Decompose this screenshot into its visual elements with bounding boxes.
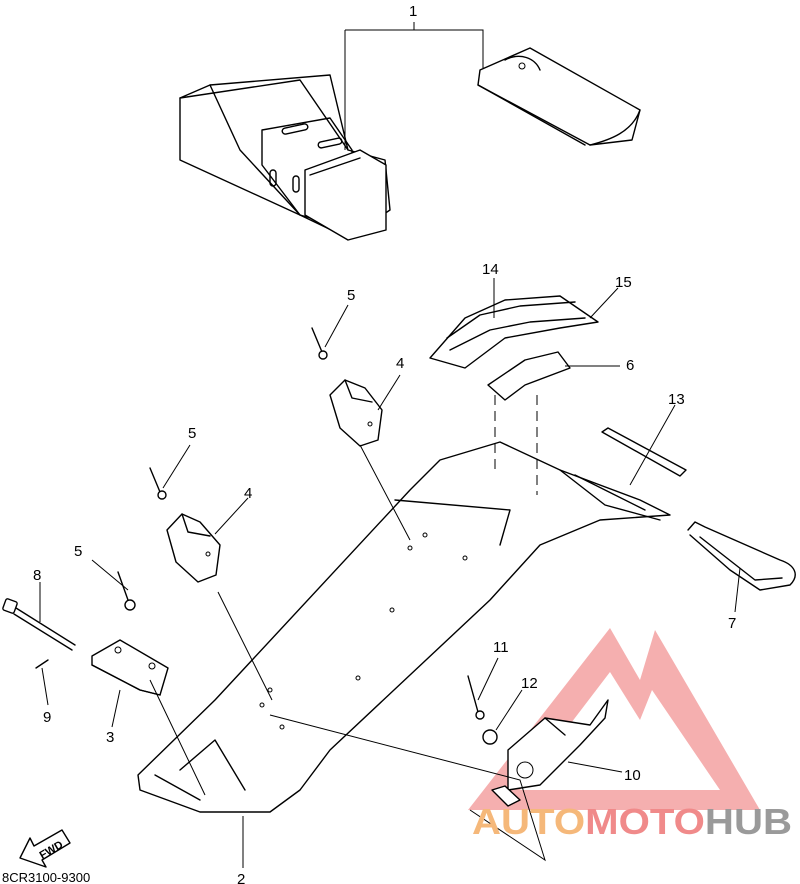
leader-5a — [324, 304, 349, 348]
part-4-clip-upper — [329, 379, 383, 447]
callout-5b: 5 — [188, 425, 196, 442]
part-code: 8CR3100-9300 — [2, 870, 90, 884]
part-11-screw — [467, 675, 485, 720]
part-2-rear-fender — [137, 441, 671, 813]
leader-10 — [567, 761, 623, 773]
leader-15 — [589, 287, 619, 319]
callout-labels: 1 2 3 4 4 5 5 5 6 7 8 9 10 11 12 13 14 1… — [33, 3, 736, 884]
leader-1 — [344, 22, 484, 150]
part-4-clip-lower — [166, 513, 221, 583]
callout-14: 14 — [482, 261, 499, 278]
callout-1: 1 — [409, 3, 417, 20]
watermark-auto: AUTO — [472, 801, 585, 842]
callout-4b: 4 — [244, 485, 252, 502]
leader-4b — [214, 497, 249, 535]
leader-11 — [477, 657, 499, 701]
leader-5b — [162, 444, 191, 489]
leader-assembly — [494, 395, 538, 495]
callout-5c: 5 — [74, 543, 82, 560]
part-5-screws — [117, 327, 328, 611]
callout-7: 7 — [728, 615, 736, 632]
assembly-lines — [149, 444, 546, 862]
watermark-moto: MOTO — [585, 801, 705, 842]
callout-9: 9 — [43, 709, 51, 726]
part-1-seat-bag — [179, 47, 641, 241]
part-3-bracket — [91, 639, 169, 696]
leader-5c — [91, 559, 129, 591]
part-8-bolt — [2, 598, 76, 651]
leader-3 — [111, 689, 121, 728]
fwd-arrow: FWD — [19, 829, 71, 868]
part-9-pin — [35, 659, 49, 669]
part-6-pad — [487, 351, 571, 401]
part-10-bracket — [491, 699, 609, 807]
leader-12 — [495, 689, 523, 731]
callout-15: 15 — [615, 274, 632, 291]
callout-3: 3 — [106, 729, 114, 746]
part-12-washer — [482, 729, 498, 745]
callout-8: 8 — [33, 567, 41, 584]
part-14-15-seal — [429, 295, 599, 369]
callout-13: 13 — [668, 391, 685, 408]
watermark-hub: HUB — [705, 801, 792, 842]
leader-4a — [377, 374, 401, 411]
leader-13 — [629, 404, 676, 486]
callout-10: 10 — [624, 767, 641, 784]
callout-4a: 4 — [396, 355, 404, 372]
leader-7 — [734, 567, 741, 613]
part-13-rod — [601, 427, 687, 477]
callout-11: 11 — [493, 639, 509, 656]
part-7-hook — [687, 521, 796, 591]
callout-5a: 5 — [347, 287, 355, 304]
callout-2: 2 — [237, 871, 245, 884]
callout-6: 6 — [626, 357, 634, 374]
leader-9 — [41, 667, 49, 706]
callout-12: 12 — [521, 675, 538, 692]
